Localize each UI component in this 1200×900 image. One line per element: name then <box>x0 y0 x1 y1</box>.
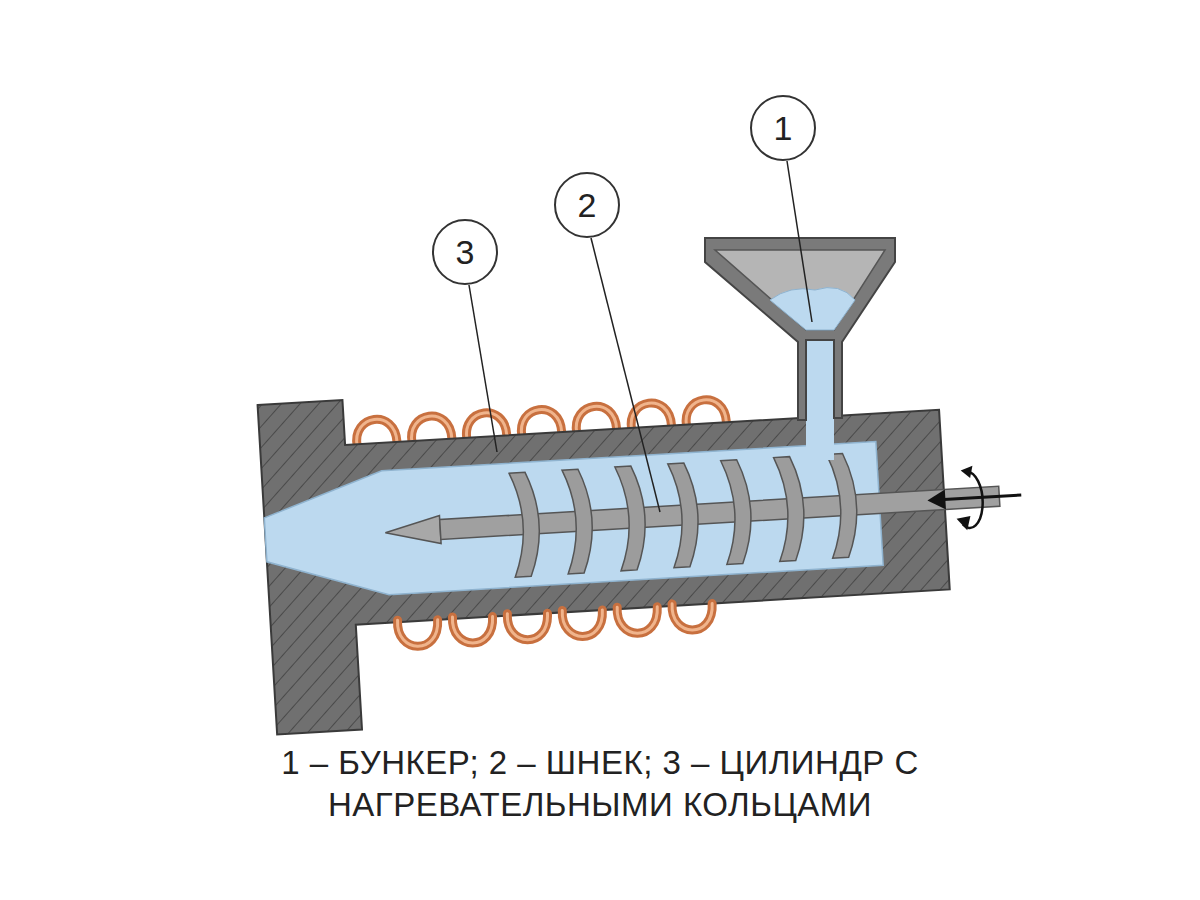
heating-ring <box>397 618 439 648</box>
callout-number: 2 <box>578 188 597 222</box>
feed-channel <box>806 330 834 460</box>
barrel-assembly <box>258 360 1033 734</box>
heating-ring <box>507 611 549 641</box>
heating-ring-highlight <box>397 618 439 648</box>
rotation-arrow-head <box>956 516 971 531</box>
heating-ring <box>617 605 659 635</box>
screw-tip <box>385 516 442 547</box>
screw-flight <box>774 456 807 561</box>
heating-ring <box>562 608 604 638</box>
heating-ring <box>452 615 494 645</box>
callout-circle: 1 <box>750 95 816 161</box>
callout-number: 1 <box>774 111 793 145</box>
hopper-body <box>705 238 895 420</box>
heating-ring-highlight <box>562 608 604 638</box>
hopper-inside <box>715 250 885 330</box>
heated-cylinder <box>258 365 956 735</box>
screw-flight <box>668 462 701 567</box>
rotation-arrow-head <box>960 466 973 479</box>
screw-flights <box>509 453 860 577</box>
leader-line <box>469 285 497 452</box>
screw-flight <box>562 469 595 574</box>
granules <box>770 288 855 330</box>
heating-ring <box>672 601 714 631</box>
screw-flight <box>721 459 754 564</box>
heating-ring-highlight <box>452 615 494 645</box>
callout-circle: 3 <box>432 219 498 285</box>
heating-coils <box>397 601 713 647</box>
heating-ring-highlight <box>507 611 549 641</box>
caption: 1 – БУНКЕР; 2 – ШНЕК; 3 – ЦИЛИНДР С НАГР… <box>230 742 970 826</box>
feed-arrow <box>939 495 1021 500</box>
callout-number: 3 <box>456 235 475 269</box>
heating-ring-highlight <box>617 605 659 635</box>
screw-flight <box>615 465 648 570</box>
arrow-head <box>927 489 946 510</box>
heating-ring-highlight <box>672 601 714 631</box>
hopper <box>705 238 895 460</box>
callout-circle: 2 <box>554 172 620 238</box>
leader-line <box>787 161 812 322</box>
leader-line <box>591 238 660 512</box>
screw-flight <box>509 472 542 577</box>
screw-flight <box>827 453 860 558</box>
